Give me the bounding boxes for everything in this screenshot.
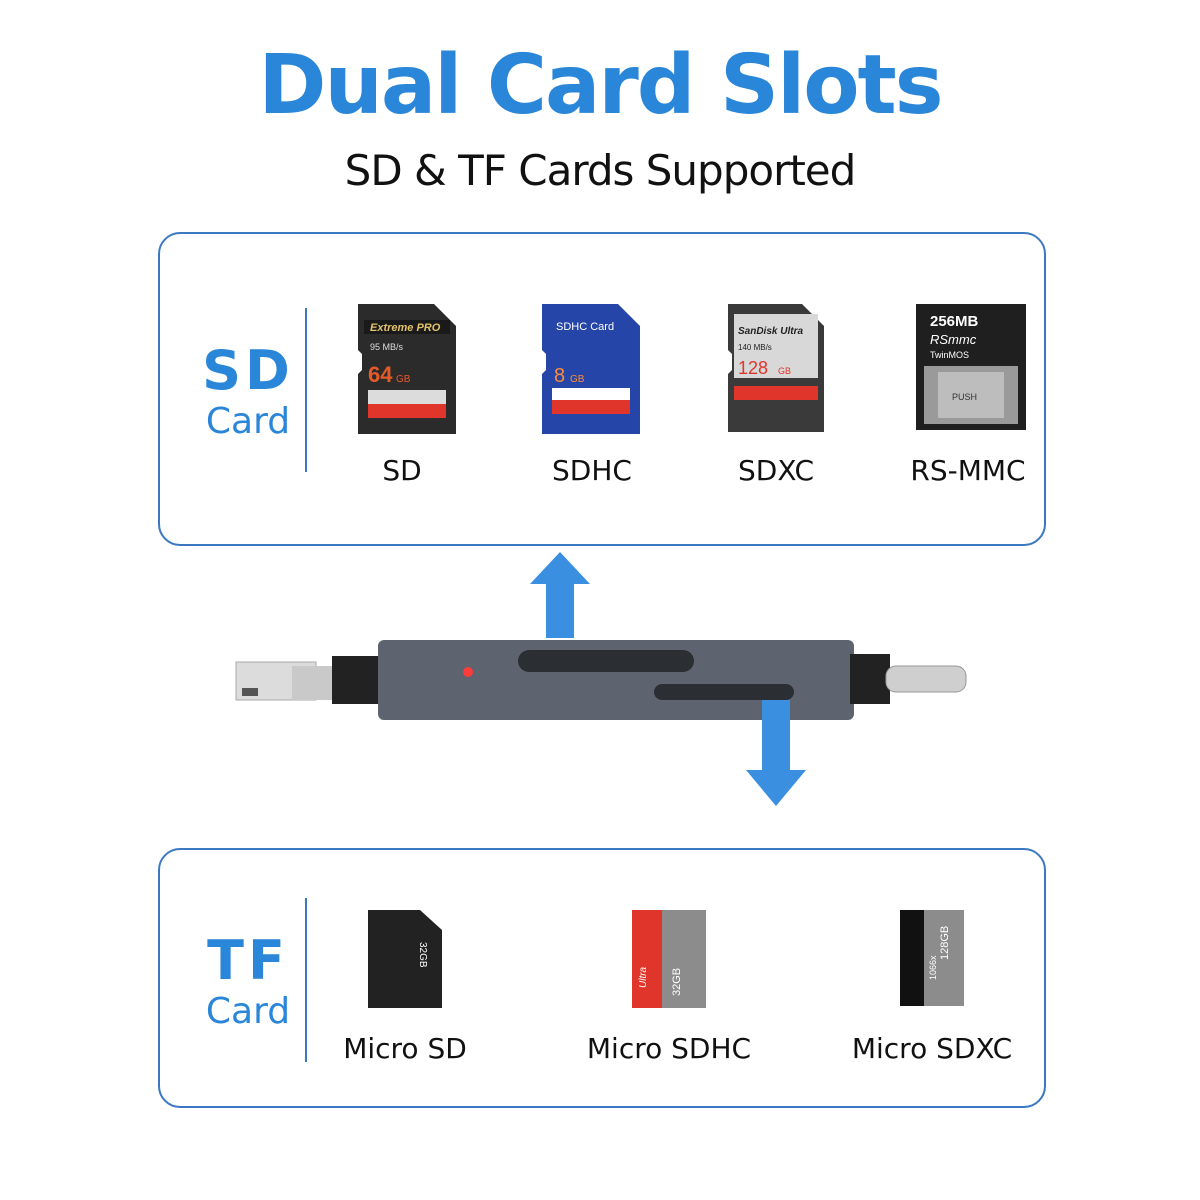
arrow-up-icon (530, 552, 590, 638)
svg-text:Ultra: Ultra (638, 966, 649, 988)
sd-category-big: SD (202, 339, 294, 402)
svg-text:64: 64 (368, 362, 393, 387)
svg-text:140 MB/s: 140 MB/s (738, 343, 772, 352)
page-title: Dual Card Slots (258, 38, 943, 133)
svg-text:TwinMOS: TwinMOS (930, 350, 969, 360)
rs-mmc-card-label: RS-MMC (910, 454, 1026, 487)
sdhc-card-label: SDHC (552, 454, 632, 487)
sdxc-card-label: SDXC (737, 454, 815, 487)
tf-category-big: TF (207, 929, 289, 992)
page-subtitle: SD & TF Cards Supported (344, 146, 857, 195)
svg-text:RSmmc: RSmmc (930, 332, 977, 347)
svg-text:256MB: 256MB (930, 313, 979, 330)
sdxc-card-image: SanDisk Ultra 140 MB/s 128 GB (728, 304, 824, 432)
sd-card-label: SD (382, 454, 422, 487)
svg-text:128: 128 (738, 358, 768, 378)
sdhc-card-image: SDHC Card 8 GB (542, 304, 640, 434)
svg-text:Extreme PRO: Extreme PRO (370, 322, 441, 334)
svg-text:95 MB/s: 95 MB/s (370, 342, 404, 352)
svg-text:GB: GB (396, 374, 411, 385)
tf-card-panel: TF Card 32GB Micro SD Ultra 32GB Micro S… (158, 848, 1046, 1108)
micro-sd-card-image: 32GB (368, 910, 442, 1008)
tf-category-small: Card (205, 991, 291, 1032)
sd-card-image: Extreme PRO 95 MB/s 64 GB (358, 304, 456, 434)
svg-text:GB: GB (778, 366, 791, 376)
micro-sdhc-card-image: Ultra 32GB (632, 910, 706, 1008)
sd-category-label: SD Card (180, 340, 316, 442)
sd-category-small: Card (205, 401, 291, 442)
micro-sdxc-card-label: Micro SDXC (851, 1032, 1013, 1065)
micro-sdhc-card-label: Micro SDHC (586, 1032, 752, 1065)
sd-card-panel: SD Card Extreme PRO 95 MB/s 64 GB SD SDH… (158, 232, 1046, 546)
arrow-down-icon (746, 700, 806, 806)
svg-text:1066x: 1066x (928, 955, 938, 980)
svg-text:128GB: 128GB (939, 926, 951, 960)
svg-text:SDHC Card: SDHC Card (556, 321, 614, 333)
svg-text:8: 8 (554, 365, 565, 387)
card-reader-device (235, 640, 967, 720)
micro-sdxc-card-image: 128GB 1066x (900, 910, 964, 1006)
tf-divider (305, 898, 307, 1062)
sd-divider (305, 308, 307, 472)
micro-sd-card-label: Micro SD (343, 1032, 467, 1065)
tf-category-label: TF Card (180, 930, 316, 1032)
svg-text:32GB: 32GB (417, 942, 428, 968)
rs-mmc-card-image: 256MB RSmmc TwinMOS PUSH (916, 304, 1026, 430)
svg-text:PUSH: PUSH (952, 392, 977, 402)
svg-text:32GB: 32GB (671, 968, 683, 996)
svg-text:SanDisk Ultra: SanDisk Ultra (738, 326, 803, 337)
svg-text:GB: GB (570, 374, 585, 385)
